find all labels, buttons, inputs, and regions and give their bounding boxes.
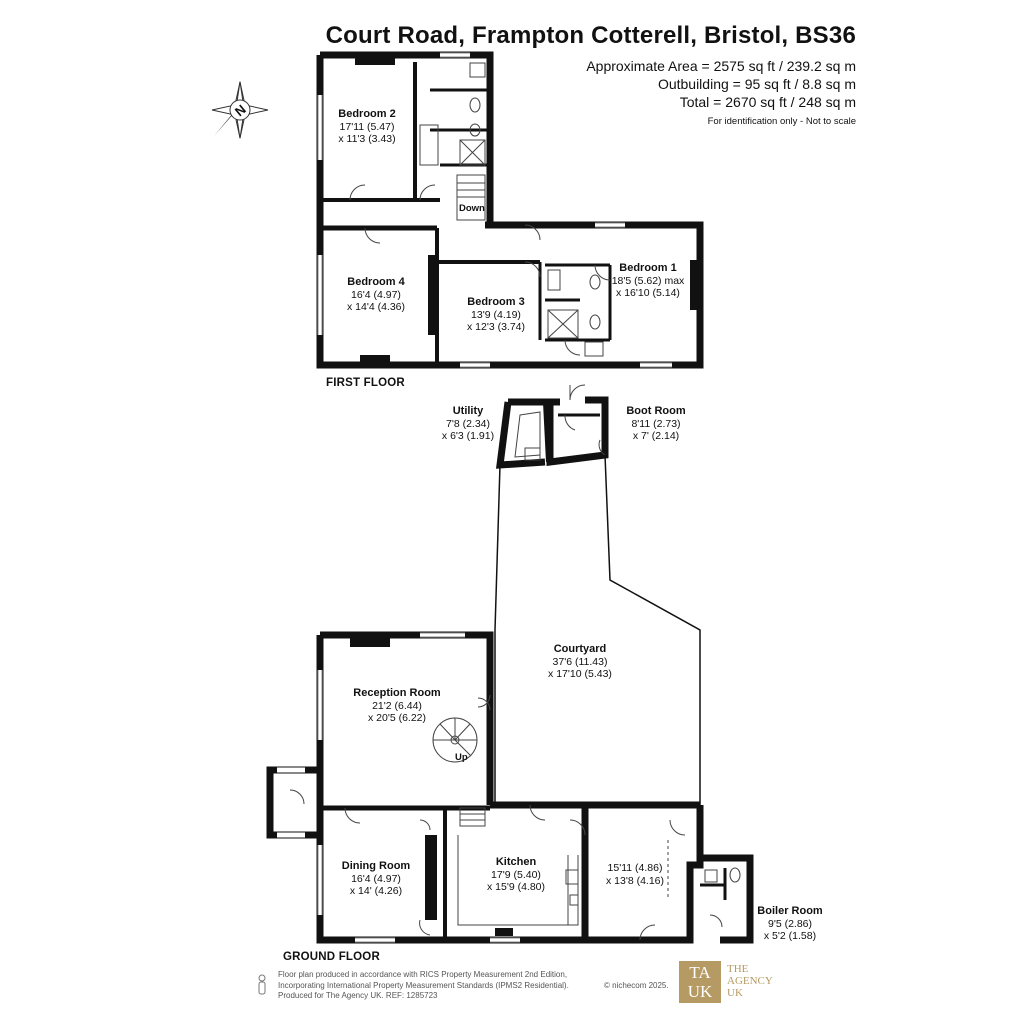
room-dimension: 8'11 (2.73)	[631, 417, 681, 430]
room-name: Boiler Room	[757, 905, 823, 917]
first-floor-label: FIRST FLOOR	[326, 377, 405, 389]
room-name: Kitchen	[495, 856, 537, 868]
room-bedroom-3: Bedroom 3 13'9 (4.19) x 12'3 (3.74)	[467, 296, 525, 334]
room-name: Bedroom 3	[467, 296, 525, 308]
footer-line: Produced for The Agency UK. REF: 1285723	[278, 991, 438, 1000]
logo-text-line: UK	[727, 987, 743, 999]
room-name: Utility	[452, 405, 484, 417]
room-dimension: 17'11 (5.47)	[339, 120, 395, 133]
logo-mark-line: UK	[687, 982, 713, 1001]
room-name: Bedroom 1	[619, 262, 677, 274]
logo-mark-line: TA	[689, 963, 711, 982]
room-dimension: x 5'2 (1.58)	[763, 930, 817, 942]
room-bedroom-1: Bedroom 1 18'5 (5.62) max x 16'10 (5.14)	[612, 262, 685, 300]
outbuilding-walls	[495, 396, 609, 469]
room-dimension: x 20'5 (6.22)	[367, 712, 427, 724]
property-title: Court Road, Frampton Cotterell, Bristol,…	[325, 22, 856, 49]
scale-disclaimer: For identification only - Not to scale	[707, 116, 856, 127]
room-dimension: x 16'10 (5.14)	[616, 287, 680, 299]
room-dimension: x 14' (4.26)	[349, 885, 403, 897]
footer-line: Floor plan produced in accordance with R…	[278, 970, 568, 979]
room-dining: Dining Room 16'4 (4.97) x 14' (4.26)	[342, 860, 410, 898]
room-dimension: 7'8 (2.34)	[445, 417, 491, 430]
room-dimension: 9'5 (2.86)	[767, 917, 813, 930]
outbuilding-area: Outbuilding = 95 sq ft / 8.8 sq m	[657, 76, 856, 92]
room-dimension: 15'11 (4.86)	[607, 862, 663, 874]
room-name: Bedroom 2	[338, 108, 396, 120]
room-reception: Reception Room 21'2 (6.44) x 20'5 (6.22)	[353, 687, 440, 725]
room-dimension: 18'5 (5.62) max	[611, 274, 685, 287]
agency-logo-text: THE AGENCY UK	[727, 963, 773, 999]
room-dimension: 37'6 (11.43)	[552, 655, 608, 668]
footer-line: Incorporating International Property Mea…	[278, 980, 569, 990]
room-name: Reception Room	[353, 687, 441, 699]
stairs-up-label: Up	[455, 752, 468, 763]
logo-text-line: THE	[727, 963, 749, 975]
room-dimension: 17'9 (5.40)	[491, 868, 541, 881]
room-dimension: 16'4 (4.97)	[351, 288, 401, 301]
person-icon	[258, 974, 266, 995]
room-dimension: 13'9 (4.19)	[471, 308, 521, 321]
footer-notes: Floor plan produced in accordance with R…	[278, 970, 569, 1002]
room-dimension: x 6'3 (1.91)	[441, 430, 495, 442]
room-dimension: x 15'9 (4.80)	[486, 881, 546, 893]
logo-text-line: AGENCY	[727, 975, 773, 987]
room-boiler: Boiler Room 9'5 (2.86) x 5'2 (1.58)	[757, 905, 822, 943]
room-utility: Utility 7'8 (2.34) x 6'3 (1.91)	[442, 405, 494, 443]
room-dimension: 21'2 (6.44)	[372, 699, 422, 712]
first-floor-windows	[317, 52, 672, 368]
ground-floor-label: GROUND FLOOR	[283, 951, 380, 963]
area-courtyard: Courtyard 37'6 (11.43) x 17'10 (5.43)	[548, 643, 612, 681]
courtyard-outline	[494, 454, 701, 805]
stairs-down-label: Down	[459, 203, 485, 214]
copyright-text: © nichecom 2025.	[604, 981, 669, 990]
room-dimension: x 11'3 (3.43)	[338, 133, 396, 145]
room-dimension: x 13'8 (4.16)	[605, 874, 665, 887]
room-dimension: 16'4 (4.97)	[351, 872, 401, 885]
compass-rose-icon: N	[211, 81, 269, 139]
room-dimension: x 17'10 (5.43)	[548, 668, 612, 680]
room-boot-room: Boot Room 8'11 (2.73) x 7' (2.14)	[626, 405, 685, 443]
agency-logo-mark: TA UK	[679, 961, 721, 1003]
room-dimension: x 7' (2.14)	[632, 430, 680, 442]
room-kitchen: Kitchen 17'9 (5.40) x 15'9 (4.80)	[487, 856, 545, 894]
room-name: Courtyard	[553, 643, 607, 655]
room-dimension: x 14'4 (4.36)	[346, 301, 406, 313]
room-name: Dining Room	[341, 860, 411, 872]
room-bedroom-4: Bedroom 4 16'4 (4.97) x 14'4 (4.36)	[347, 276, 405, 314]
room-name: Boot Room	[626, 405, 686, 417]
room-bedroom-2: Bedroom 2 17'11 (5.47) x 11'3 (3.43)	[338, 108, 395, 146]
room-name: Bedroom 4	[347, 276, 405, 288]
total-area: Total = 2670 sq ft / 248 sq m	[679, 94, 856, 110]
room-dimension: x 12'3 (3.74)	[466, 321, 526, 333]
room-unnamed: 15'11 (4.86) x 13'8 (4.16)	[606, 862, 664, 887]
approximate-area: Approximate Area = 2575 sq ft / 239.2 sq…	[586, 58, 856, 74]
